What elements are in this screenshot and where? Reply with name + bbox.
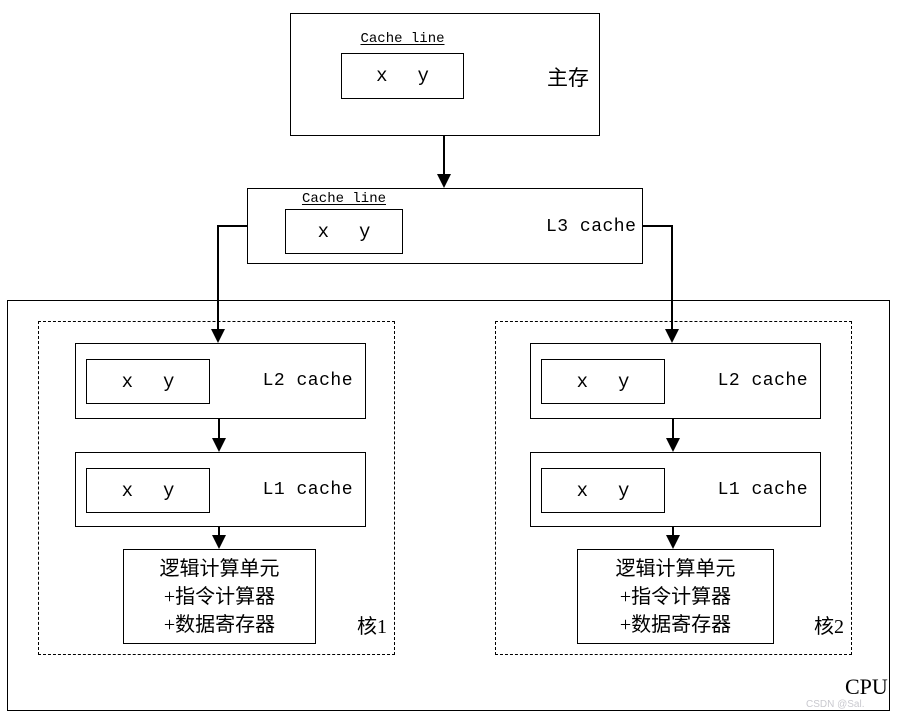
core2-label: 核2 bbox=[814, 616, 844, 638]
l3-cache-line-label: Cache line bbox=[301, 191, 386, 207]
connector-l3-core2-vertical bbox=[671, 225, 673, 329]
core2-box: x y L2 cache x y L1 cache 逻辑计算单元 +指令计算器 … bbox=[495, 321, 852, 655]
core1-alu-line: +数据寄存器 bbox=[163, 613, 276, 636]
cell-y-value: y bbox=[163, 479, 175, 502]
cpu-box bbox=[7, 300, 890, 711]
core1-l1-cache-box: x y L1 cache bbox=[75, 452, 366, 527]
core2-l1-cache-line-cell: x y bbox=[541, 468, 665, 513]
core2-l2-cache-box: x y L2 cache bbox=[530, 343, 821, 419]
core1-l1-cache-line-cell: x y bbox=[86, 468, 210, 513]
cell-x-value: x bbox=[121, 479, 133, 502]
arrow-core2-l2-l1-stem bbox=[672, 419, 674, 439]
core1-l2-cache-line-cell: x y bbox=[86, 359, 210, 404]
arrow-core1-l2-l1-head bbox=[212, 438, 226, 452]
arrow-core1-l2-l1-stem bbox=[218, 419, 220, 439]
core1-box: x y L2 cache x y L1 cache 逻辑计算单元 +指令计算器 … bbox=[38, 321, 395, 655]
main-memory-cache-line-cell: x y bbox=[341, 53, 464, 99]
arrow-mainmem-l3-stem bbox=[443, 136, 445, 174]
l3-cache-line-cell: x y bbox=[285, 209, 403, 254]
arrow-l3-core1-head bbox=[211, 329, 225, 343]
main-memory-label: 主存 bbox=[547, 66, 589, 90]
core1-alu-line: +指令计算器 bbox=[163, 585, 276, 608]
core1-alu-box: 逻辑计算单元 +指令计算器 +数据寄存器 bbox=[123, 549, 316, 644]
arrow-l3-core2-head bbox=[665, 329, 679, 343]
cell-y-value: y bbox=[618, 479, 630, 502]
cell-y-value: y bbox=[359, 220, 371, 243]
cell-y-value: y bbox=[163, 370, 175, 393]
connector-l3-core1-horizontal bbox=[218, 225, 248, 227]
core1-alu-line: 逻辑计算单元 bbox=[159, 557, 280, 580]
cell-y-value: y bbox=[618, 370, 630, 393]
cpu-label: CPU bbox=[845, 674, 888, 699]
arrow-core2-l1-alu-head bbox=[666, 535, 680, 549]
arrow-core2-l1-alu-stem bbox=[672, 527, 674, 536]
cell-x-value: x bbox=[576, 479, 588, 502]
core2-alu-line: +数据寄存器 bbox=[619, 613, 732, 636]
core2-alu-line: +指令计算器 bbox=[619, 585, 732, 608]
connector-l3-core1-vertical bbox=[217, 225, 219, 329]
core2-l1-cache-box: x y L1 cache bbox=[530, 452, 821, 527]
l3-cache-box: Cache line x y L3 cache bbox=[247, 188, 643, 264]
core1-label: 核1 bbox=[357, 616, 387, 638]
core1-l2-cache-label: L2 cache bbox=[262, 371, 353, 391]
core2-alu-line: 逻辑计算单元 bbox=[615, 557, 736, 580]
cell-x-value: x bbox=[576, 370, 588, 393]
cell-x-value: x bbox=[317, 220, 329, 243]
connector-l3-core2-horizontal bbox=[642, 225, 673, 227]
cell-x-value: x bbox=[376, 65, 388, 87]
cell-y-value: y bbox=[417, 65, 429, 87]
main-memory-box: Cache line x y 主存 bbox=[290, 13, 600, 136]
core2-l2-cache-line-cell: x y bbox=[541, 359, 665, 404]
core1-l2-cache-box: x y L2 cache bbox=[75, 343, 366, 419]
arrow-mainmem-l3-head bbox=[437, 174, 451, 188]
arrow-core1-l1-alu-head bbox=[212, 535, 226, 549]
core2-l1-cache-label: L1 cache bbox=[717, 479, 808, 500]
arrow-core1-l1-alu-stem bbox=[218, 527, 220, 536]
core2-alu-box: 逻辑计算单元 +指令计算器 +数据寄存器 bbox=[577, 549, 774, 644]
arrow-core2-l2-l1-head bbox=[666, 438, 680, 452]
cell-x-value: x bbox=[121, 370, 133, 393]
core1-l1-cache-label: L1 cache bbox=[262, 479, 353, 500]
main-memory-cache-line-label: Cache line bbox=[360, 31, 445, 47]
core2-l2-cache-label: L2 cache bbox=[717, 371, 808, 391]
l3-cache-label: L3 cache bbox=[546, 217, 637, 237]
watermark: CSDN @Sal. bbox=[806, 699, 865, 710]
